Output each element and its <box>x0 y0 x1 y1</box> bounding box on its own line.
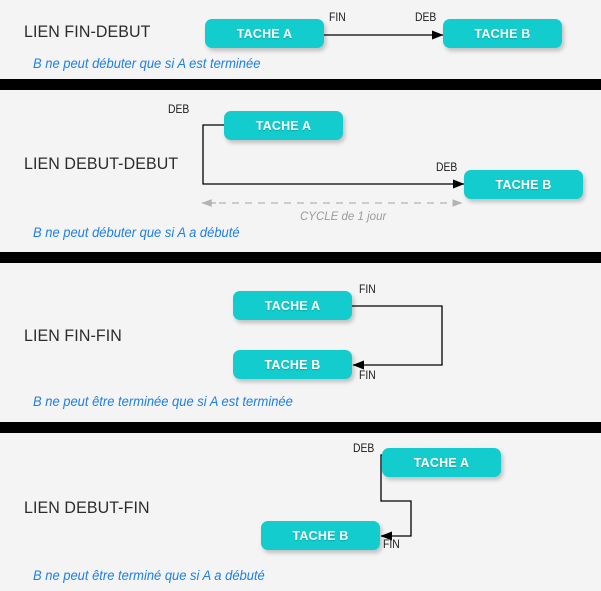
section-caption: B ne peut être terminée que si A est ter… <box>33 394 293 409</box>
section-divider-1 <box>0 79 601 90</box>
task-box-a[interactable]: TACHE A <box>224 111 343 140</box>
task-box-b[interactable]: TACHE B <box>443 19 562 48</box>
task-box-a[interactable]: TACHE A <box>382 448 501 477</box>
link-label-source: DEB <box>168 104 190 116</box>
section-title: LIEN DEBUT-FIN <box>24 498 150 517</box>
section-title: LIEN FIN-FIN <box>24 326 122 345</box>
link-label-source: DEB <box>353 443 375 455</box>
cycle-label: CYCLE de 1 jour <box>300 211 387 223</box>
section-fin-debut: LIEN FIN-DEBUT B ne peut débuter que si … <box>0 0 601 79</box>
section-debut-fin: LIEN DEBUT-FIN B ne peut être terminé qu… <box>0 433 601 591</box>
link-label-target: FIN <box>383 539 400 551</box>
task-box-b[interactable]: TACHE B <box>233 350 352 379</box>
link-label-target: DEB <box>415 12 437 24</box>
section-title: LIEN DEBUT-DEBUT <box>24 154 179 173</box>
link-label-target: DEB <box>436 162 458 174</box>
section-title: LIEN FIN-DEBUT <box>24 22 151 41</box>
link-label-target: FIN <box>359 370 376 382</box>
section-caption: B ne peut débuter que si A est terminée <box>33 56 261 71</box>
task-box-a[interactable]: TACHE A <box>205 19 324 48</box>
section-fin-fin: LIEN FIN-FIN B ne peut être terminée que… <box>0 263 601 422</box>
section-caption: B ne peut être terminé que si A a débuté <box>33 568 265 583</box>
task-box-a[interactable]: TACHE A <box>233 291 352 320</box>
task-box-b[interactable]: TACHE B <box>261 521 380 550</box>
link-label-source: FIN <box>329 12 346 24</box>
section-debut-debut: LIEN DEBUT-DEBUT B ne peut débuter que s… <box>0 90 601 252</box>
task-box-b[interactable]: TACHE B <box>464 170 583 199</box>
section-caption: B ne peut débuter que si A a débuté <box>33 225 240 240</box>
section-divider-2 <box>0 252 601 263</box>
link-label-source: FIN <box>359 284 376 296</box>
section-divider-3 <box>0 422 601 433</box>
